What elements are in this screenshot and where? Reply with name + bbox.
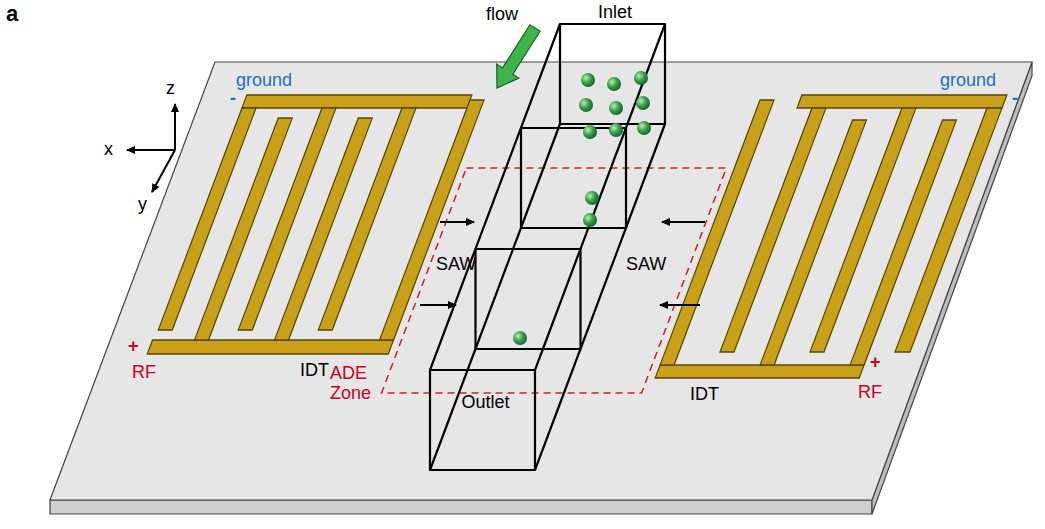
wave-label: SAW [626,254,666,274]
polarity-sign: - [1012,88,1018,108]
part-label: IDT [300,360,329,380]
terminal-label: ground [940,70,996,90]
terminal-label: RF [132,362,156,382]
axis-label: x [104,139,113,159]
chamber-label: Inlet [562,2,668,22]
terminal-label: RF [858,382,882,402]
outlet-chamber: Outlet [430,370,541,470]
inlet-chamber: Inlet [562,2,668,22]
terminal-label: ground [236,70,292,90]
axis-label: y [138,194,147,214]
polarity-sign: - [230,88,236,108]
polarity-sign: + [128,336,139,356]
zone-label: ADE Zone [330,363,378,403]
polarity-sign: + [870,352,881,372]
panel-letter: a [6,2,18,26]
part-label: IDT [690,384,719,404]
axis-label: z [166,78,175,98]
chamber-label: Outlet [430,392,541,412]
flow-label: flow [486,4,518,24]
wave-label: SAW [436,254,476,274]
